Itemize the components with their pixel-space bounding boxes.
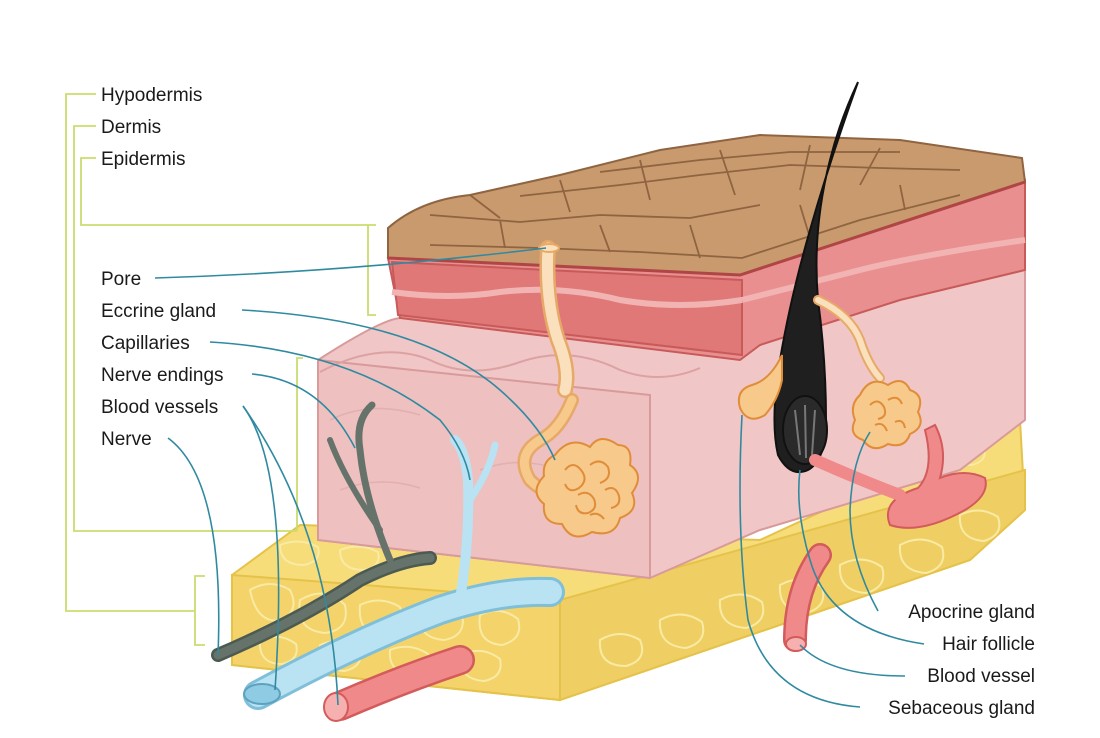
apocrine-gland-shape — [813, 295, 922, 450]
left-structure-labels: Pore Eccrine gland Capillaries Nerve end… — [101, 269, 224, 450]
label-capillaries: Capillaries — [101, 333, 190, 354]
label-blood-vessels: Blood vessels — [101, 397, 218, 418]
blood-vessel-leader — [799, 644, 906, 677]
nerve-shape — [211, 401, 437, 662]
label-pore: Pore — [101, 269, 141, 290]
leader-lines — [154, 247, 925, 708]
right-artery-shape — [809, 423, 987, 529]
label-hair-follicle: Hair follicle — [942, 634, 1035, 655]
vein-shape — [243, 435, 565, 710]
label-dermis: Dermis — [101, 117, 161, 138]
sebaceous-gland-leader — [739, 414, 861, 708]
apocrine-gland-leader — [849, 431, 879, 612]
eccrine-gland-shape — [517, 240, 639, 538]
label-nerve: Nerve — [101, 429, 152, 450]
label-apocrine-gland: Apocrine gland — [908, 602, 1035, 623]
sebaceous-gland-shape — [737, 354, 783, 420]
hypodermis-bracket — [65, 93, 205, 646]
label-blood-vessel: Blood vessel — [927, 666, 1035, 687]
capillaries-leader — [209, 341, 471, 481]
epidermis-bracket — [80, 157, 376, 316]
hair-follicle-shape — [773, 81, 859, 474]
nerve-leader — [167, 437, 220, 656]
blood-vessels-leader-b — [242, 405, 339, 706]
layer-labels: Hypodermis Dermis Epidermis — [101, 85, 202, 170]
label-eccrine-gland: Eccrine gland — [101, 301, 216, 322]
lower-artery-shape — [323, 645, 475, 722]
hair-follicle-leader — [798, 469, 925, 645]
label-hypodermis: Hypodermis — [101, 85, 202, 106]
blood-vessels-leader-a — [242, 405, 280, 691]
right-structure-labels: Apocrine gland Hair follicle Blood vesse… — [888, 602, 1035, 719]
layer-brackets — [65, 93, 376, 646]
pore-leader — [154, 247, 547, 279]
label-sebaceous-gland: Sebaceous gland — [888, 698, 1035, 719]
dermis-bracket — [73, 125, 303, 532]
nerve-endings-leader — [251, 373, 356, 449]
label-nerve-endings: Nerve endings — [101, 365, 224, 386]
eccrine-gland-leader — [241, 309, 556, 461]
label-epidermis: Epidermis — [101, 149, 185, 170]
lower-vessel-shape — [783, 543, 832, 652]
